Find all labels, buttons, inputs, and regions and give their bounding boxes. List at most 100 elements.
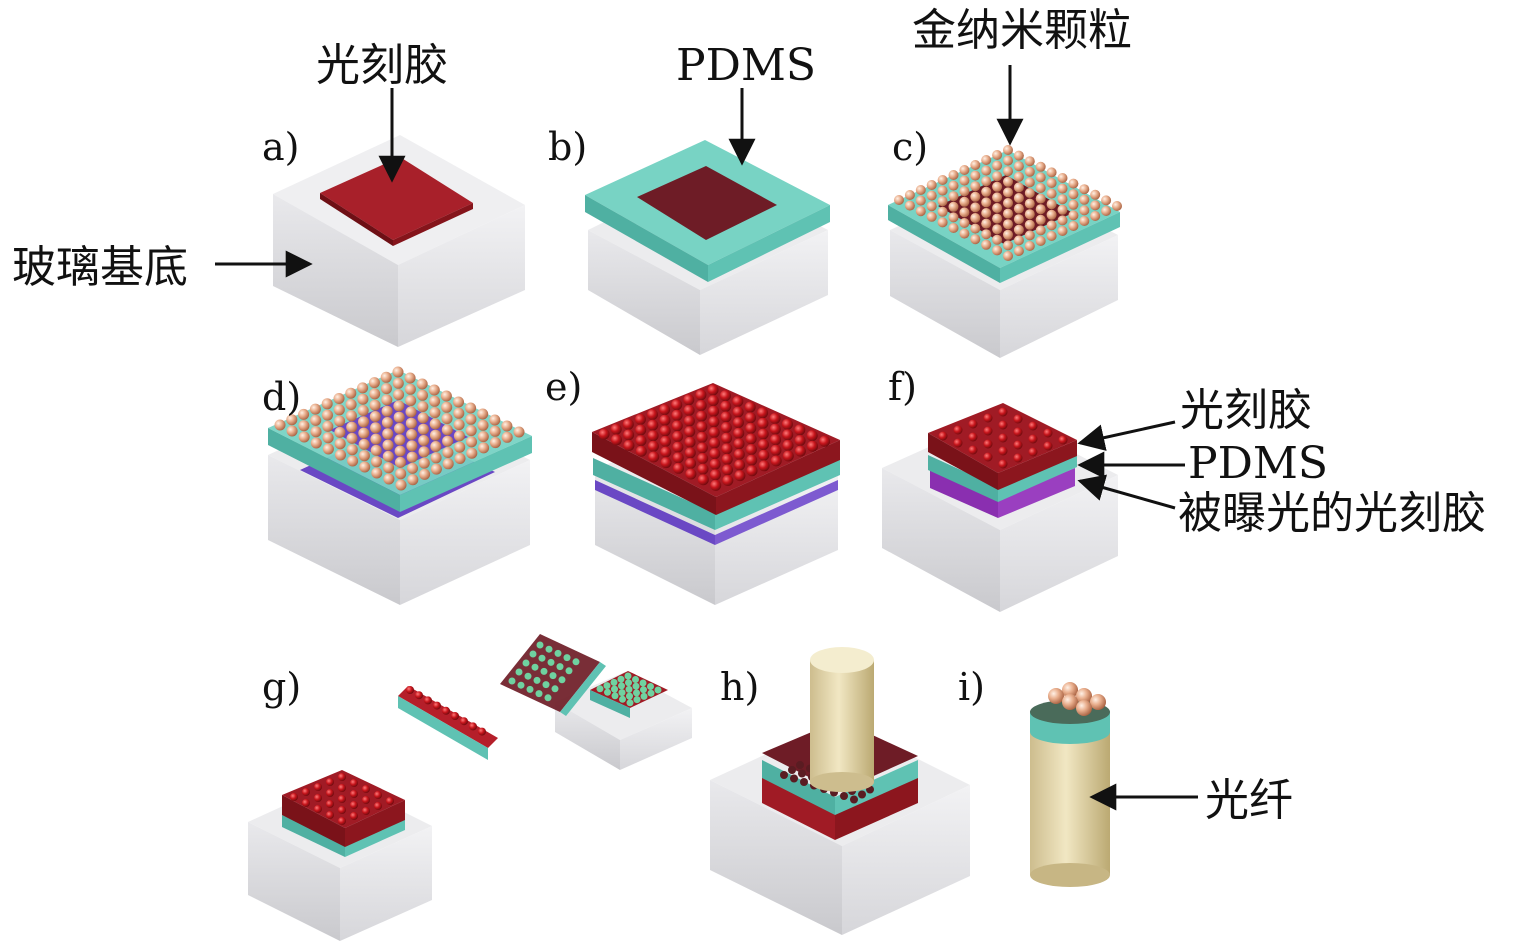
nanoparticle — [370, 422, 382, 434]
nanoparticle — [371, 456, 382, 468]
nanoparticle — [453, 419, 465, 431]
nanoparticle — [992, 181, 1003, 192]
nanoparticle — [338, 806, 346, 814]
nanoparticle — [393, 389, 405, 401]
nanoparticle — [350, 812, 358, 820]
nanoparticle — [769, 413, 781, 424]
nanoparticle — [381, 405, 393, 417]
nanoparticle — [926, 211, 937, 222]
nanoparticle — [453, 430, 465, 442]
nanoparticle — [1024, 219, 1035, 230]
nanoparticle — [671, 409, 683, 421]
nanoparticle — [953, 425, 963, 435]
nanoparticle — [418, 435, 430, 446]
nanoparticle — [1024, 188, 1035, 198]
nanoparticle — [721, 432, 733, 444]
nanoparticle — [430, 463, 442, 475]
nanoparticle — [981, 229, 992, 240]
nanoparticle — [1046, 178, 1057, 188]
nanoparticle — [683, 415, 695, 427]
nanoparticle — [983, 413, 993, 423]
nanoparticle — [1035, 172, 1046, 183]
nanoparticle — [660, 435, 671, 447]
nanoparticle — [617, 675, 625, 683]
nanoparticle — [782, 439, 794, 451]
nanoparticle — [392, 377, 404, 389]
nanoparticle — [1013, 246, 1024, 256]
nanoparticle — [732, 417, 744, 429]
nanoparticle — [417, 412, 429, 424]
nanoparticle — [1035, 161, 1046, 172]
nanoparticle — [992, 160, 1003, 171]
nanoparticle — [1046, 220, 1057, 231]
nanoparticle — [720, 411, 732, 423]
nanoparticle — [442, 435, 454, 447]
nanoparticle — [404, 372, 416, 384]
nanoparticle — [1003, 208, 1013, 219]
nanoparticle — [310, 426, 322, 438]
nanoparticle — [626, 692, 633, 700]
nanoparticle — [981, 155, 992, 165]
optical-fiber-callout: 光纤 — [1205, 775, 1293, 826]
nanoparticle — [451, 712, 459, 720]
nanoparticle — [1101, 206, 1112, 216]
nanoparticle — [1048, 688, 1064, 704]
nanoparticle — [417, 389, 428, 401]
nanoparticle — [998, 446, 1008, 456]
nanoparticle — [840, 792, 848, 800]
nanoparticle — [635, 435, 647, 447]
nanoparticle — [937, 175, 948, 185]
nanoparticle — [758, 439, 769, 451]
nanoparticle — [720, 422, 732, 433]
nanoparticle — [1003, 198, 1013, 208]
nanoparticle — [983, 452, 993, 462]
nanoparticle — [551, 685, 559, 693]
nanoparticle — [782, 450, 794, 462]
nanoparticle — [647, 430, 659, 442]
nanoparticle — [406, 440, 418, 452]
nanoparticle — [345, 387, 357, 399]
nanoparticle — [800, 778, 808, 786]
nanoparticle — [374, 802, 382, 810]
nanoparticle — [745, 412, 756, 424]
nanoparticle — [660, 446, 672, 458]
nanoparticle — [406, 451, 418, 463]
nanoparticle — [684, 436, 696, 448]
nanoparticle — [685, 468, 697, 480]
nanoparticle — [314, 794, 322, 802]
nanoparticle — [672, 452, 684, 464]
nanoparticle — [453, 407, 465, 419]
nanoparticle — [418, 446, 430, 458]
nanoparticle — [531, 663, 539, 671]
nanoparticle — [633, 696, 641, 704]
nanoparticle — [647, 409, 658, 420]
nanoparticle — [362, 796, 370, 804]
nanoparticle — [454, 453, 466, 464]
nanoparticle — [478, 442, 490, 454]
nanoparticle — [508, 677, 516, 685]
nanoparticle — [362, 807, 370, 815]
nanoparticle — [1101, 195, 1112, 206]
nanoparticle — [709, 469, 721, 481]
nanoparticle — [769, 423, 781, 435]
nanoparticle — [937, 185, 948, 196]
nanoparticle — [442, 447, 454, 458]
nanoparticle — [466, 447, 478, 459]
nanoparticle — [948, 191, 959, 202]
nanoparticle — [1057, 226, 1068, 236]
nanoparticle — [926, 201, 937, 212]
nanoparticle — [758, 449, 770, 461]
nanoparticle — [442, 458, 454, 470]
nanoparticle — [603, 682, 611, 690]
nanoparticle — [953, 438, 963, 448]
nanoparticle — [635, 424, 647, 436]
nanoparticle — [968, 432, 978, 442]
nanoparticle — [554, 649, 562, 657]
nanoparticle — [1003, 229, 1013, 240]
nanoparticle — [696, 431, 708, 443]
nanoparticle — [1013, 214, 1024, 225]
nanoparticle — [545, 645, 553, 653]
nanoparticle — [1035, 183, 1046, 193]
nanoparticle — [350, 779, 358, 787]
nanoparticle — [334, 438, 346, 450]
